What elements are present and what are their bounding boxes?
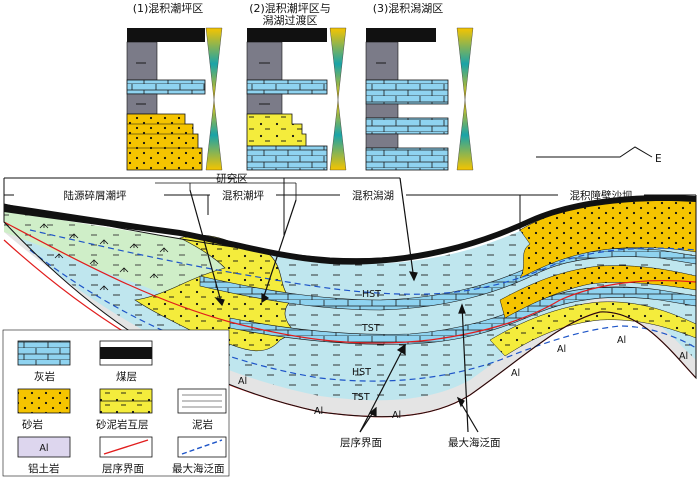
zone-label: 混积潮坪	[222, 189, 264, 202]
unit-labels: HST TST HST TST Al Al Al Al Al Al Al	[238, 289, 688, 421]
mudstone-layer	[246, 41, 283, 81]
max-flooding-line	[29, 229, 697, 295]
limestone-layer	[246, 79, 328, 95]
interbed-layer	[246, 113, 307, 147]
sequence-boundary-callout: 层序界面	[340, 436, 382, 449]
al-label: Al	[314, 406, 323, 417]
legend-bauxite-text: Al	[39, 443, 48, 454]
al-label: Al	[617, 335, 626, 346]
legend-label: 层序界面	[102, 462, 144, 475]
tst-label: TST	[361, 323, 380, 334]
max-flooding-callout: 最大海泛面	[448, 436, 501, 449]
al-label: Al	[392, 410, 401, 421]
legend-limestone-swatch	[17, 340, 71, 366]
legend-bauxite-swatch	[17, 436, 71, 458]
coal-layer	[247, 28, 327, 42]
limestone-layer	[365, 79, 449, 105]
plant-symbols	[39, 223, 169, 291]
al-label: Al	[557, 344, 566, 355]
column-2-subtitle: 潟湖过渡区	[263, 13, 318, 27]
legend-sandstone-swatch	[17, 388, 71, 414]
direction-indicator: E	[536, 146, 662, 165]
legend-label: 最大海泛面	[172, 462, 225, 475]
zone-bar: 陆源碎屑潮坪 混积潮坪 混积潟湖 混积障壁沙坝	[3, 188, 697, 235]
limestone-layer	[126, 79, 206, 95]
column-arrows	[189, 177, 418, 307]
callout-arrows	[359, 303, 479, 433]
legend-label: 铝土岩	[28, 462, 60, 475]
column-2: (2)混积潮坪区与 潟湖过渡区	[246, 1, 347, 171]
compass-label: E	[655, 153, 662, 165]
column-1-title: (1)混积潮坪区	[133, 1, 204, 15]
legend-label: 砂泥岩互层	[96, 418, 149, 431]
sand-mud-interbed-zone	[134, 234, 296, 352]
hst-label: HST	[362, 289, 381, 300]
column-3-title: (3)混积潟湖区	[373, 2, 444, 15]
coal-layer	[366, 28, 436, 42]
tst-label: TST	[351, 392, 370, 403]
zone-label: 陆源碎屑潮坪	[64, 189, 127, 202]
hst-label: HST	[352, 367, 371, 378]
legend-label: 灰岩	[34, 370, 55, 383]
al-label: Al	[511, 368, 520, 379]
legend-mfs-swatch	[177, 436, 227, 458]
sequence-boundary-line	[3, 221, 697, 344]
coal-layer	[127, 28, 205, 42]
zone-label: 混积潟湖	[352, 189, 394, 202]
al-label: Al	[679, 351, 688, 362]
column-2-title: (2)混积潮坪区与	[249, 1, 331, 15]
study-area-bracket: 研究区	[3, 172, 400, 200]
study-area-label: 研究区	[216, 172, 248, 185]
cross-section	[3, 194, 697, 418]
sandstone-layer	[126, 113, 203, 171]
legend: 灰岩 煤层 砂岩 砂泥岩互层 泥岩 Al 铝土岩 层序界面 最大海泛面	[2, 329, 230, 477]
legend-label: 砂岩	[22, 418, 43, 431]
legend-label: 泥岩	[192, 418, 213, 431]
legend-label: 煤层	[116, 370, 137, 383]
al-label: Al	[238, 376, 247, 387]
mudstone-layer	[126, 41, 158, 81]
legend-coal-swatch	[100, 347, 152, 359]
column-1: (1)混积潮坪区	[126, 1, 223, 171]
coal-seam	[4, 194, 696, 265]
column-3: (3)混积潟湖区	[365, 2, 474, 171]
